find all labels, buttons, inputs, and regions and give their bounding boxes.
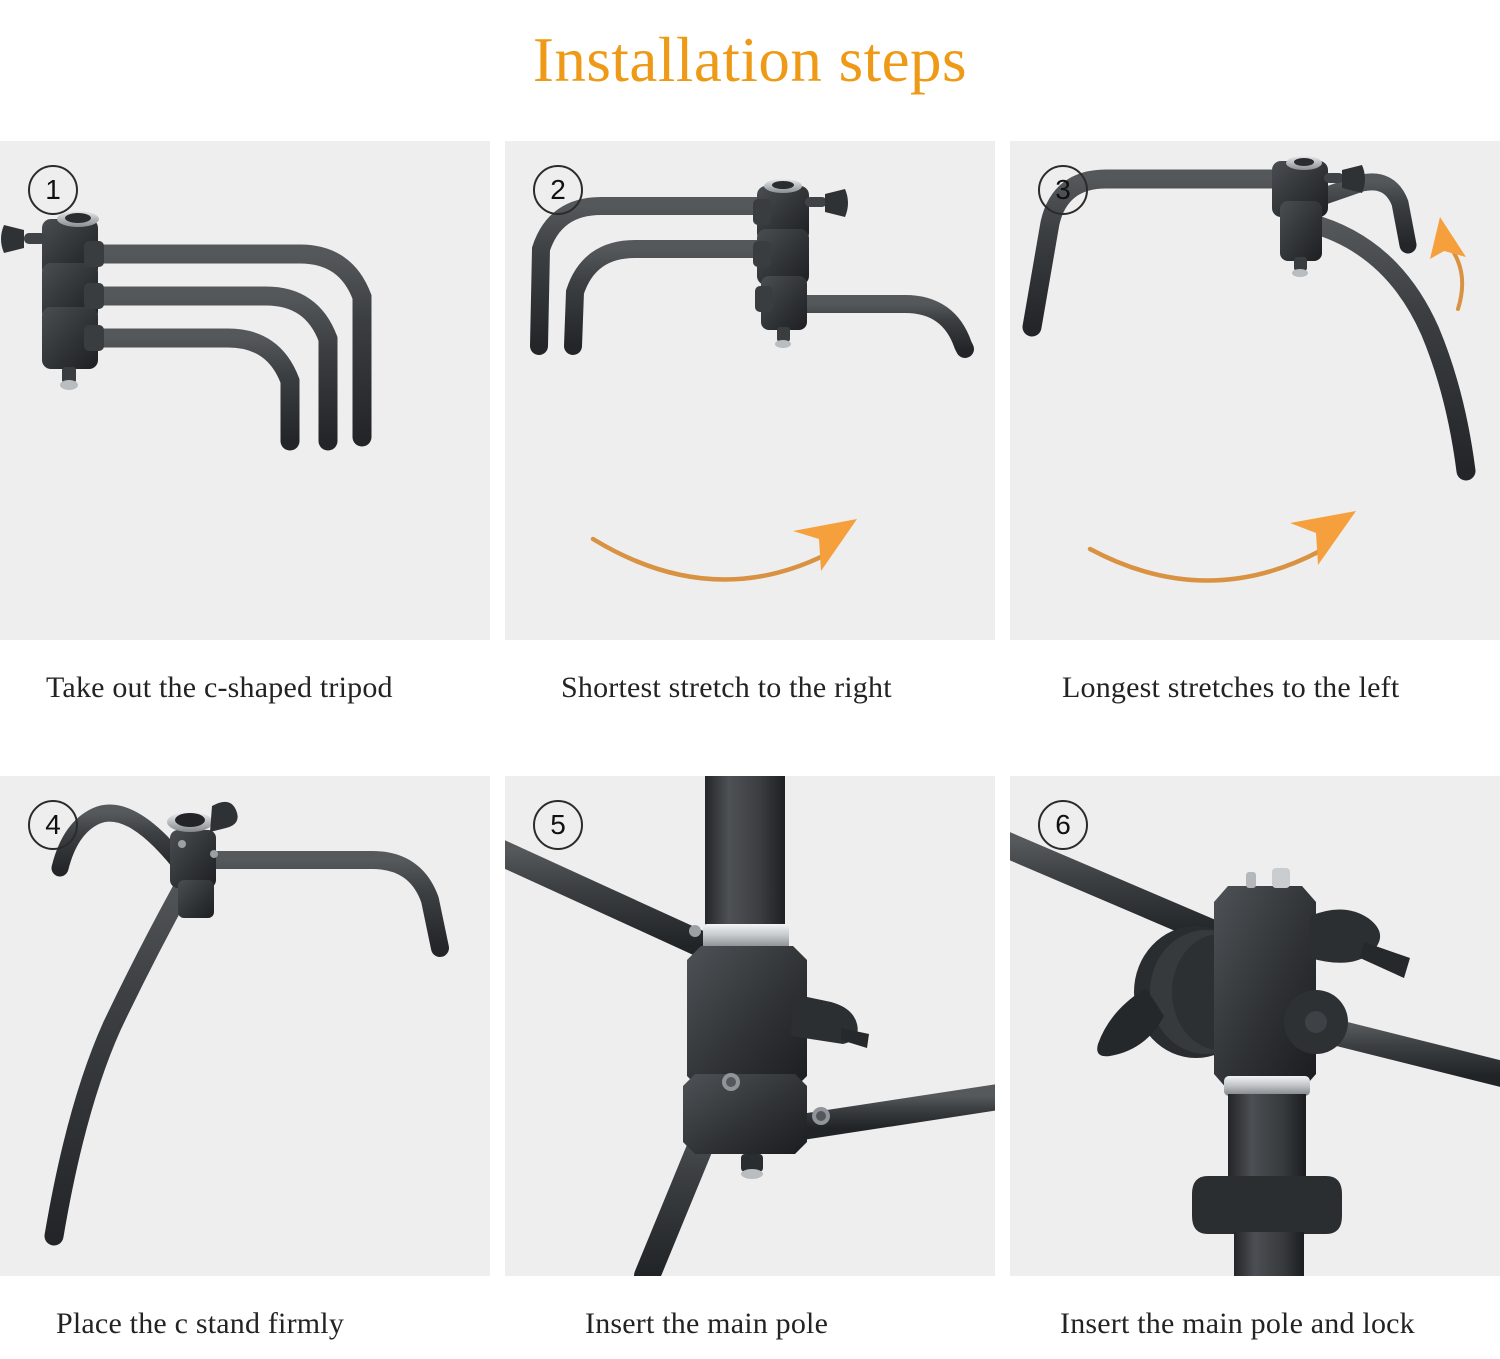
- step-badge-4: 4: [28, 800, 78, 850]
- tripod-long-leg-left-illustration: [1010, 141, 1500, 640]
- step-illustration-2: 2: [505, 141, 995, 640]
- step-card-5: 5 Insert the main pole: [505, 776, 995, 1359]
- step-card-3: 3 Longest stretches to the left: [1010, 141, 1500, 726]
- step-card-1: 1 Take out the c-shaped tripod: [0, 141, 490, 726]
- step-card-2: 2 Shortest stretch to the right: [505, 141, 995, 726]
- steps-row-1: 1 Take out the c-shaped tripod: [0, 141, 1500, 726]
- page-title: Installation steps: [532, 24, 968, 95]
- step-badge-6: 6: [1038, 800, 1088, 850]
- step-illustration-1: 1: [0, 141, 490, 640]
- step-illustration-4: 4: [0, 776, 490, 1276]
- step-badge-5: 5: [533, 800, 583, 850]
- step-card-6: 6 Insert the main pole and lock: [1010, 776, 1500, 1359]
- step-caption-4: Place the c stand firmly: [56, 1307, 345, 1340]
- hub-with-main-pole-illustration: [505, 776, 995, 1276]
- tripod-one-leg-right-illustration: [505, 141, 995, 640]
- step-badge-2: 2: [533, 165, 583, 215]
- step-caption-3: Longest stretches to the left: [1062, 671, 1400, 704]
- rotation-arrow: [590, 519, 857, 582]
- step-caption-1: Take out the c-shaped tripod: [46, 671, 393, 704]
- step-illustration-5: 5: [505, 776, 995, 1276]
- folded-tripod-illustration: [0, 141, 490, 640]
- step-illustration-6: 6: [1010, 776, 1500, 1276]
- step-illustration-3: 3: [1010, 141, 1500, 640]
- step-caption-2: Shortest stretch to the right: [561, 671, 892, 704]
- tripod-splayed-illustration: [0, 776, 490, 1276]
- step-badge-3: 3: [1038, 165, 1088, 215]
- steps-row-2: 4 Place the c stand firmly: [0, 776, 1500, 1359]
- step-caption-5: Insert the main pole: [585, 1307, 829, 1340]
- steps-grid: 1 Take out the c-shaped tripod: [0, 141, 1500, 1359]
- step-badge-1: 1: [28, 165, 78, 215]
- small-rotation-arrow: [1430, 217, 1466, 311]
- page-header: Installation steps: [0, 0, 1500, 120]
- locking-collar-illustration: [1010, 776, 1500, 1276]
- step-caption-6: Insert the main pole and lock: [1060, 1307, 1415, 1340]
- rotation-arrow: [1087, 511, 1356, 583]
- step-card-4: 4 Place the c stand firmly: [0, 776, 490, 1359]
